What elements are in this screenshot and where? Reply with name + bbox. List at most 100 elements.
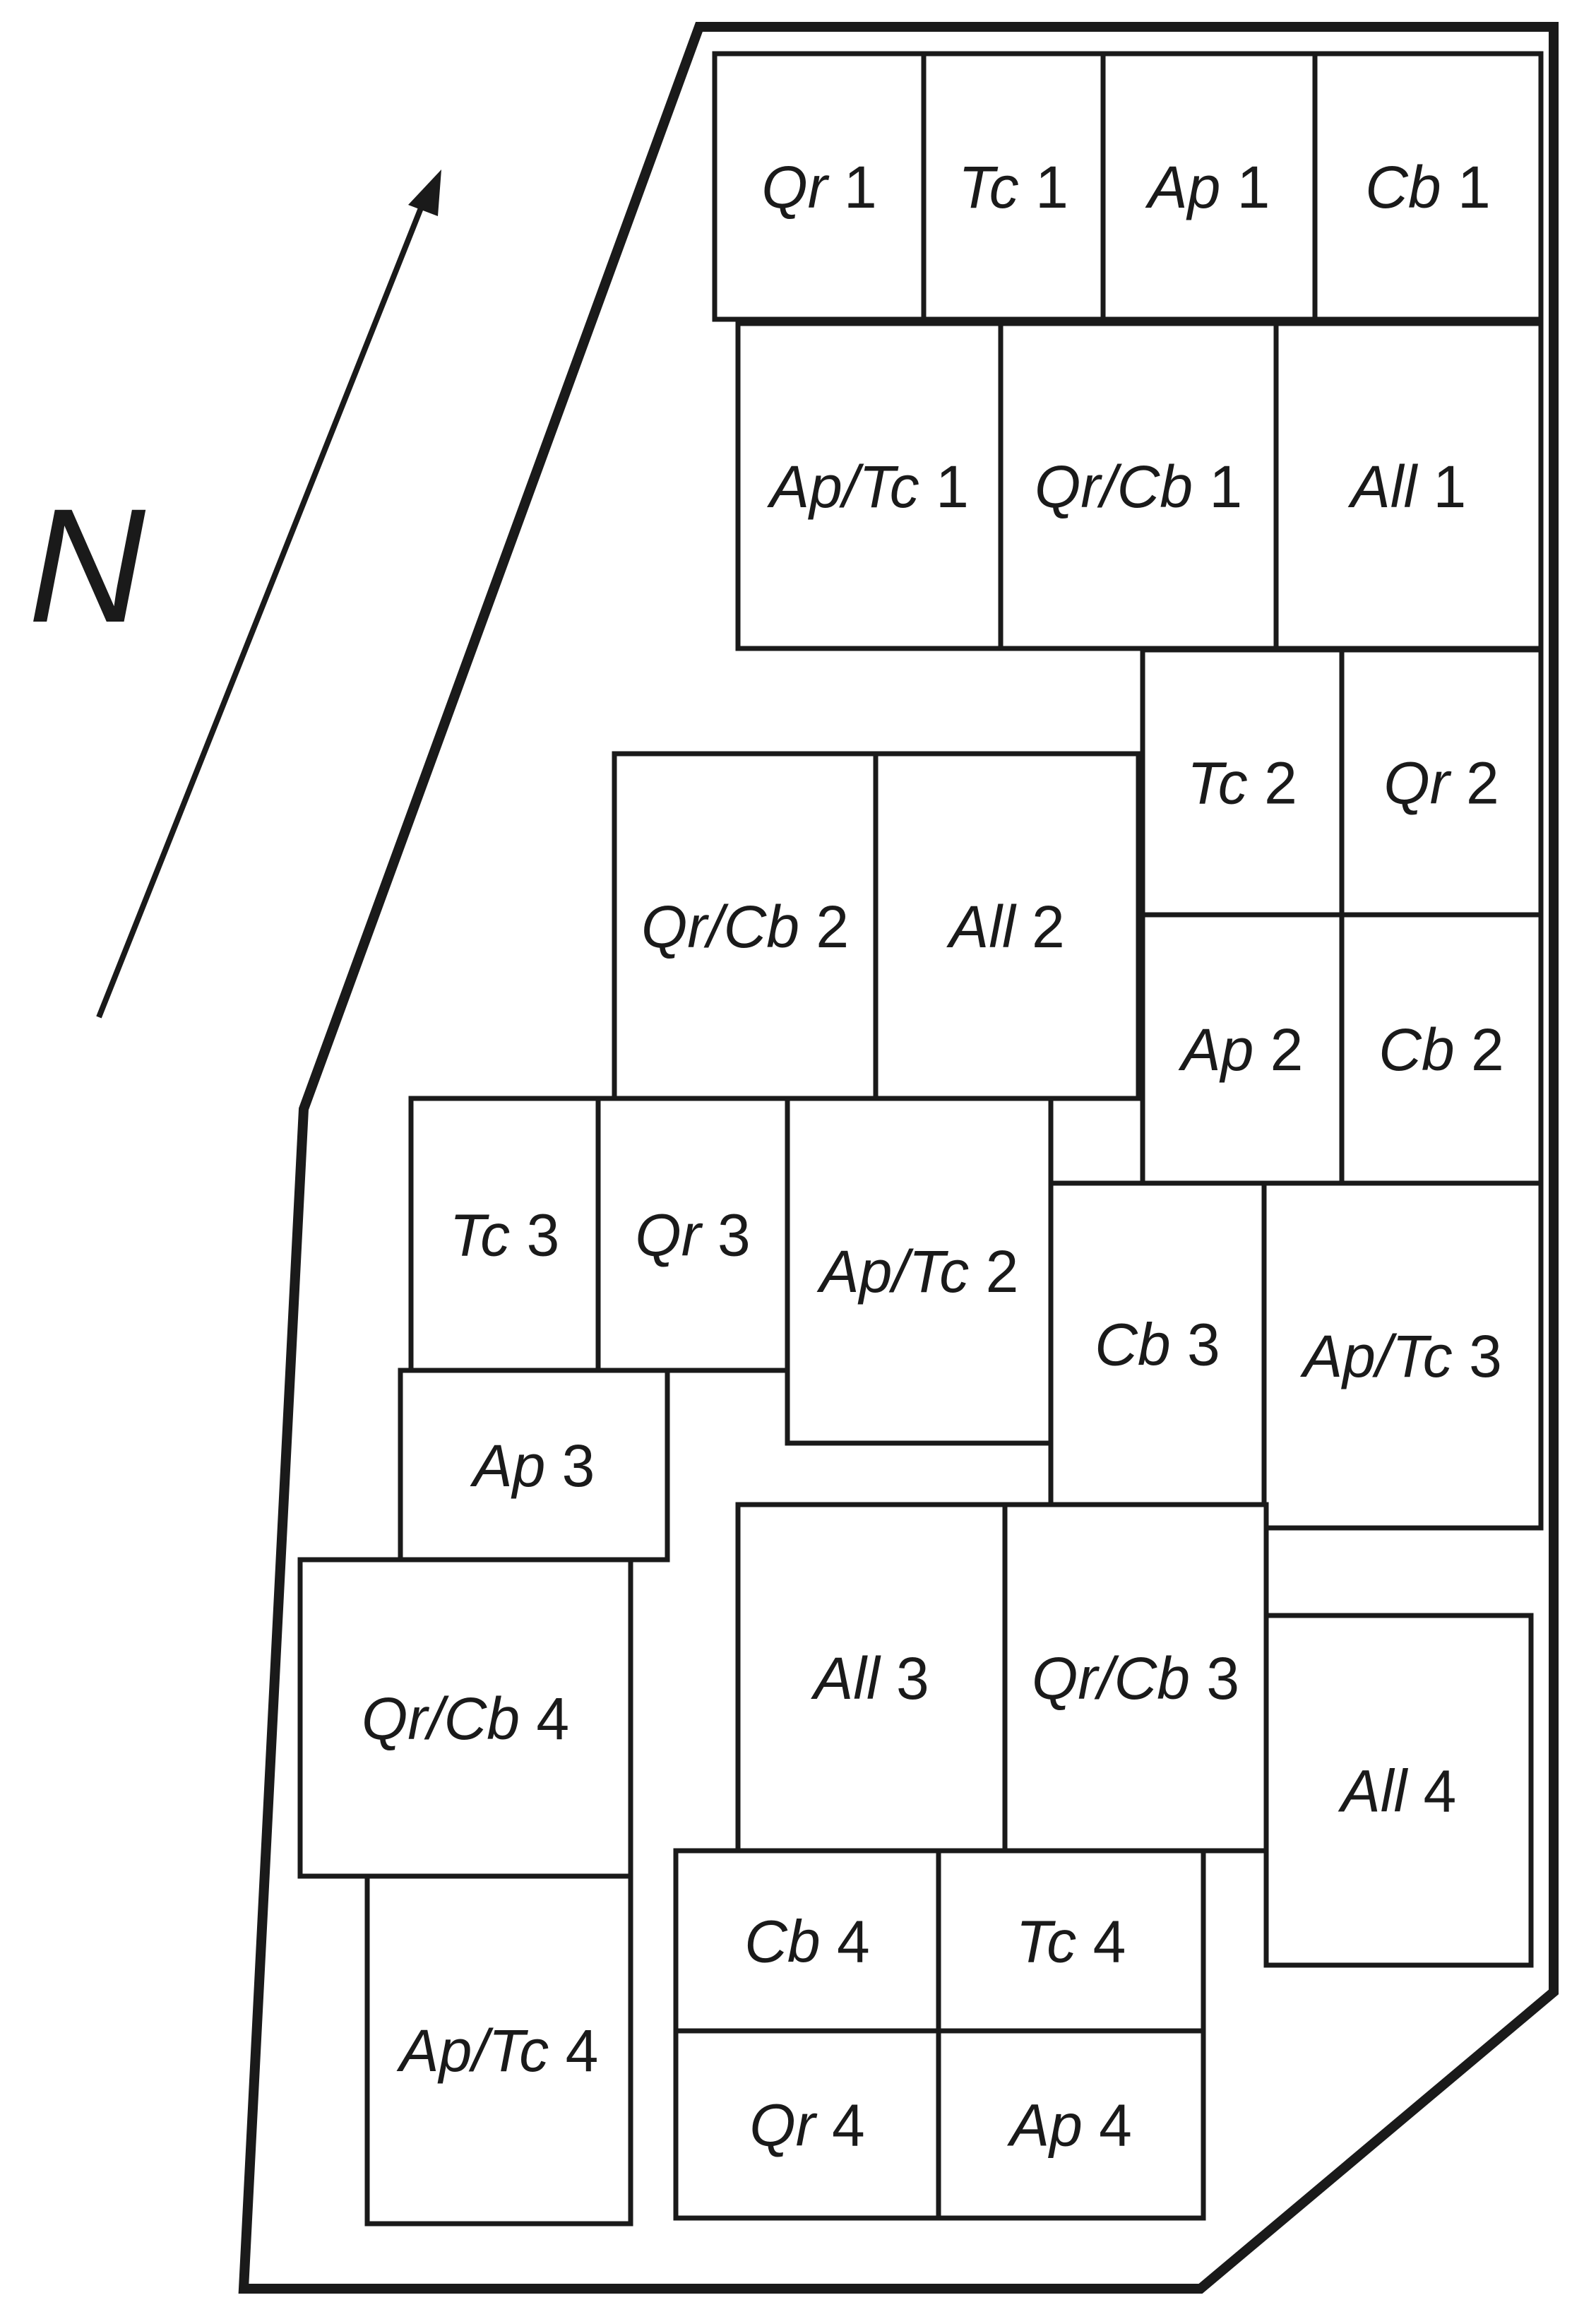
plot-rep: 1 — [1441, 154, 1491, 220]
plot-qr-1: Qr 1 — [712, 51, 927, 322]
plot-tc-1: Tc 1 — [921, 51, 1106, 322]
plot-rep: 4 — [1076, 1909, 1126, 1975]
north-arrow-head-icon — [408, 170, 441, 216]
plot-rect — [936, 2028, 1206, 2221]
plot-label: Qr 1 — [761, 154, 876, 220]
plot-ap-1: Ap 1 — [1100, 51, 1318, 322]
plot-species: Qr — [1383, 750, 1451, 817]
plot-rect — [1100, 51, 1318, 322]
plot-rect — [408, 1096, 601, 1373]
plot-label: Cb 4 — [744, 1909, 869, 1975]
north-label: N — [28, 475, 146, 656]
plot-species: All — [810, 1645, 881, 1712]
plot-rect — [1263, 1613, 1534, 1968]
plot-rep: 4 — [1407, 1758, 1456, 1825]
plot-species: Cb — [1378, 1016, 1454, 1083]
plot-rep: 2 — [799, 894, 849, 960]
plot-species: Qr — [635, 1202, 703, 1269]
plot-label: All 4 — [1338, 1758, 1456, 1825]
plot-rect — [712, 51, 927, 322]
plot-label: Cb 3 — [1095, 1312, 1220, 1378]
plot-rep: 2 — [1253, 1016, 1303, 1083]
plot-rep: 3 — [510, 1202, 559, 1269]
plot-ap-2: Ap 2 — [1140, 912, 1345, 1186]
plot-species: All — [946, 894, 1017, 960]
plot-rep: 1 — [1220, 154, 1270, 220]
plot-rect — [936, 1848, 1206, 2034]
plot-qr-2: Qr 2 — [1339, 647, 1544, 918]
plot-label: Ap/Tc 1 — [766, 453, 969, 520]
plot-qrcb-1: Qr/Cb 1 — [998, 321, 1279, 651]
plot-qrcb-4: Qr/Cb 4 — [297, 1557, 633, 1879]
plot-rect — [364, 1873, 633, 2227]
plot-rect — [735, 1502, 1008, 1854]
plot-species: Ap/Tc — [766, 453, 919, 520]
field-boundary — [238, 22, 1559, 2294]
plot-qrcb-2: Qr/Cb 2 — [612, 751, 879, 1101]
plot-rep: 3 — [1190, 1645, 1239, 1712]
plot-qrcb-3: Qr/Cb 3 — [1002, 1502, 1269, 1854]
plot-rect — [398, 1368, 670, 1563]
plot-rep: 4 — [816, 2092, 865, 2159]
plot-rect — [1002, 1502, 1269, 1854]
plot-label: Cb 1 — [1365, 154, 1490, 220]
plot-rect — [921, 51, 1106, 322]
plot-species: Ap — [1006, 2092, 1083, 2159]
plot-label: Qr/Cb 4 — [362, 1685, 569, 1752]
plot-rep: 3 — [1453, 1323, 1502, 1389]
plot-cb-3: Cb 3 — [1048, 1180, 1267, 1507]
plot-species: Tc — [958, 154, 1019, 220]
plot-aptc-3: Ap/Tc 3 — [1261, 1180, 1544, 1531]
plot-species: Qr/Cb — [1035, 453, 1193, 520]
plot-rep: 4 — [549, 2017, 598, 2084]
plot-all-2: All 2 — [873, 751, 1141, 1101]
plot-species: All — [1338, 1758, 1409, 1825]
plot-tc-2: Tc 2 — [1140, 647, 1345, 918]
plot-label: Ap 3 — [470, 1433, 595, 1499]
plot-label: Qr 4 — [749, 2092, 864, 2159]
plot-label: Tc 2 — [1187, 750, 1297, 817]
plot-rect — [595, 1096, 790, 1373]
plot-rect — [785, 1096, 1054, 1446]
plot-label: All 2 — [946, 894, 1064, 960]
plot-label: Tc 4 — [1016, 1909, 1126, 1975]
plot-rep: 3 — [1171, 1312, 1220, 1378]
plot-rep: 1 — [1019, 154, 1068, 220]
plot-cb-4: Cb 4 — [673, 1848, 941, 2034]
plot-species: Ap/Tc — [396, 2017, 549, 2084]
plot-rect — [1261, 1180, 1544, 1531]
plot-species: Tc — [450, 1202, 511, 1269]
plot-rep: 4 — [1083, 2092, 1132, 2159]
plot-rect — [612, 751, 879, 1101]
plot-rect — [1048, 1180, 1267, 1507]
plot-rep: 4 — [821, 1909, 870, 1975]
north-arrow: N — [28, 170, 441, 1019]
north-arrow-line — [96, 191, 430, 1019]
plot-species: Ap — [1145, 154, 1221, 220]
plot-tc-4: Tc 4 — [936, 1848, 1206, 2034]
plot-label: Qr/Cb 2 — [641, 894, 849, 960]
plot-species: Qr/Cb — [641, 894, 799, 960]
plot-rep: 1 — [1193, 453, 1242, 520]
plot-label: Ap/Tc 3 — [1299, 1323, 1502, 1389]
plot-all-4: All 4 — [1263, 1613, 1534, 1968]
plot-label: Tc 3 — [450, 1202, 560, 1269]
plot-label: Ap/Tc 4 — [396, 2017, 599, 2084]
plot-label: Ap 1 — [1145, 154, 1270, 220]
plot-rep: 2 — [1016, 894, 1065, 960]
plot-rep: 2 — [969, 1238, 1018, 1305]
plot-rect — [297, 1557, 633, 1879]
plot-rect — [1339, 912, 1544, 1186]
plot-ap-3: Ap 3 — [398, 1368, 670, 1563]
plot-label: Qr 2 — [1383, 750, 1499, 817]
plot-aptc-2: Ap/Tc 2 — [785, 1096, 1054, 1446]
plot-rep: 3 — [545, 1433, 595, 1499]
plot-cb-2: Cb 2 — [1339, 912, 1544, 1186]
plot-rect — [998, 321, 1279, 651]
plot-tc-3: Tc 3 — [408, 1096, 601, 1373]
plot-species: Qr — [749, 2092, 817, 2159]
plot-aptc-1: Ap/Tc 1 — [735, 321, 1004, 651]
plot-species: Ap/Tc — [1299, 1323, 1453, 1389]
plot-label: Ap/Tc 2 — [816, 1238, 1019, 1305]
